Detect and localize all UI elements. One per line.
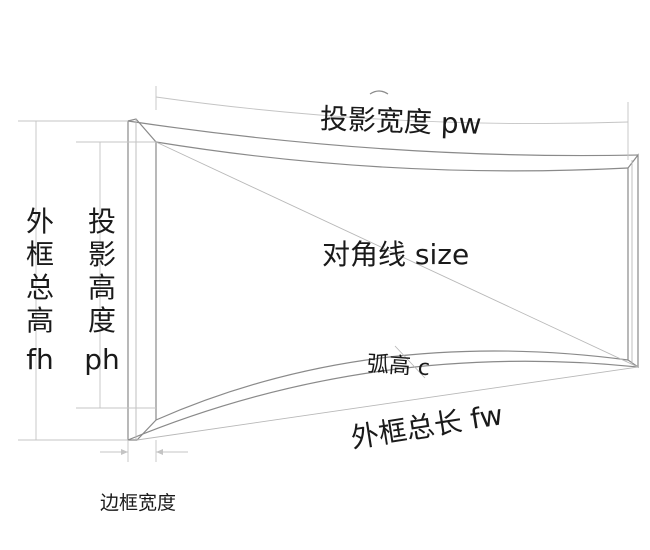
diagonal-label: 对角线 size: [322, 238, 470, 271]
fh-code: fh: [26, 343, 54, 376]
ph-label: 投 影 高 度 ph: [84, 205, 120, 376]
bezel-width-label: 边框宽度: [100, 492, 177, 514]
frame-bottom-edge: [127, 360, 639, 441]
ph-char: 高: [87, 271, 116, 304]
diagonal-line: [155, 141, 639, 368]
ph-char: 度: [87, 304, 116, 337]
ph-code: ph: [84, 343, 120, 376]
screen-bottom-edge: [155, 350, 629, 421]
fh-char: 外: [25, 205, 54, 238]
left-bezel: [127, 118, 157, 441]
screen-top-edge: [155, 141, 629, 172]
fh-label: 外 框 总 高 fh: [22, 205, 58, 376]
arrow-right-icon: [121, 449, 128, 455]
fh-char: 总: [25, 271, 54, 304]
ph-char: 投: [87, 205, 116, 238]
arc-height-line: [394, 345, 426, 379]
fh-char: 框: [25, 238, 54, 271]
arc-mark-icon: [369, 90, 389, 95]
chord-line: [136, 366, 639, 441]
frame-top-edge: [127, 120, 639, 157]
right-bezel: [627, 153, 639, 369]
pw-label: 投影宽度 pw: [319, 102, 483, 141]
arrow-left-icon: [156, 449, 163, 455]
arc-height-label: 弧高 c: [366, 351, 431, 382]
pw-dimension-line: [155, 96, 629, 125]
ph-char: 影: [87, 238, 116, 271]
fh-char: 高: [25, 304, 54, 337]
